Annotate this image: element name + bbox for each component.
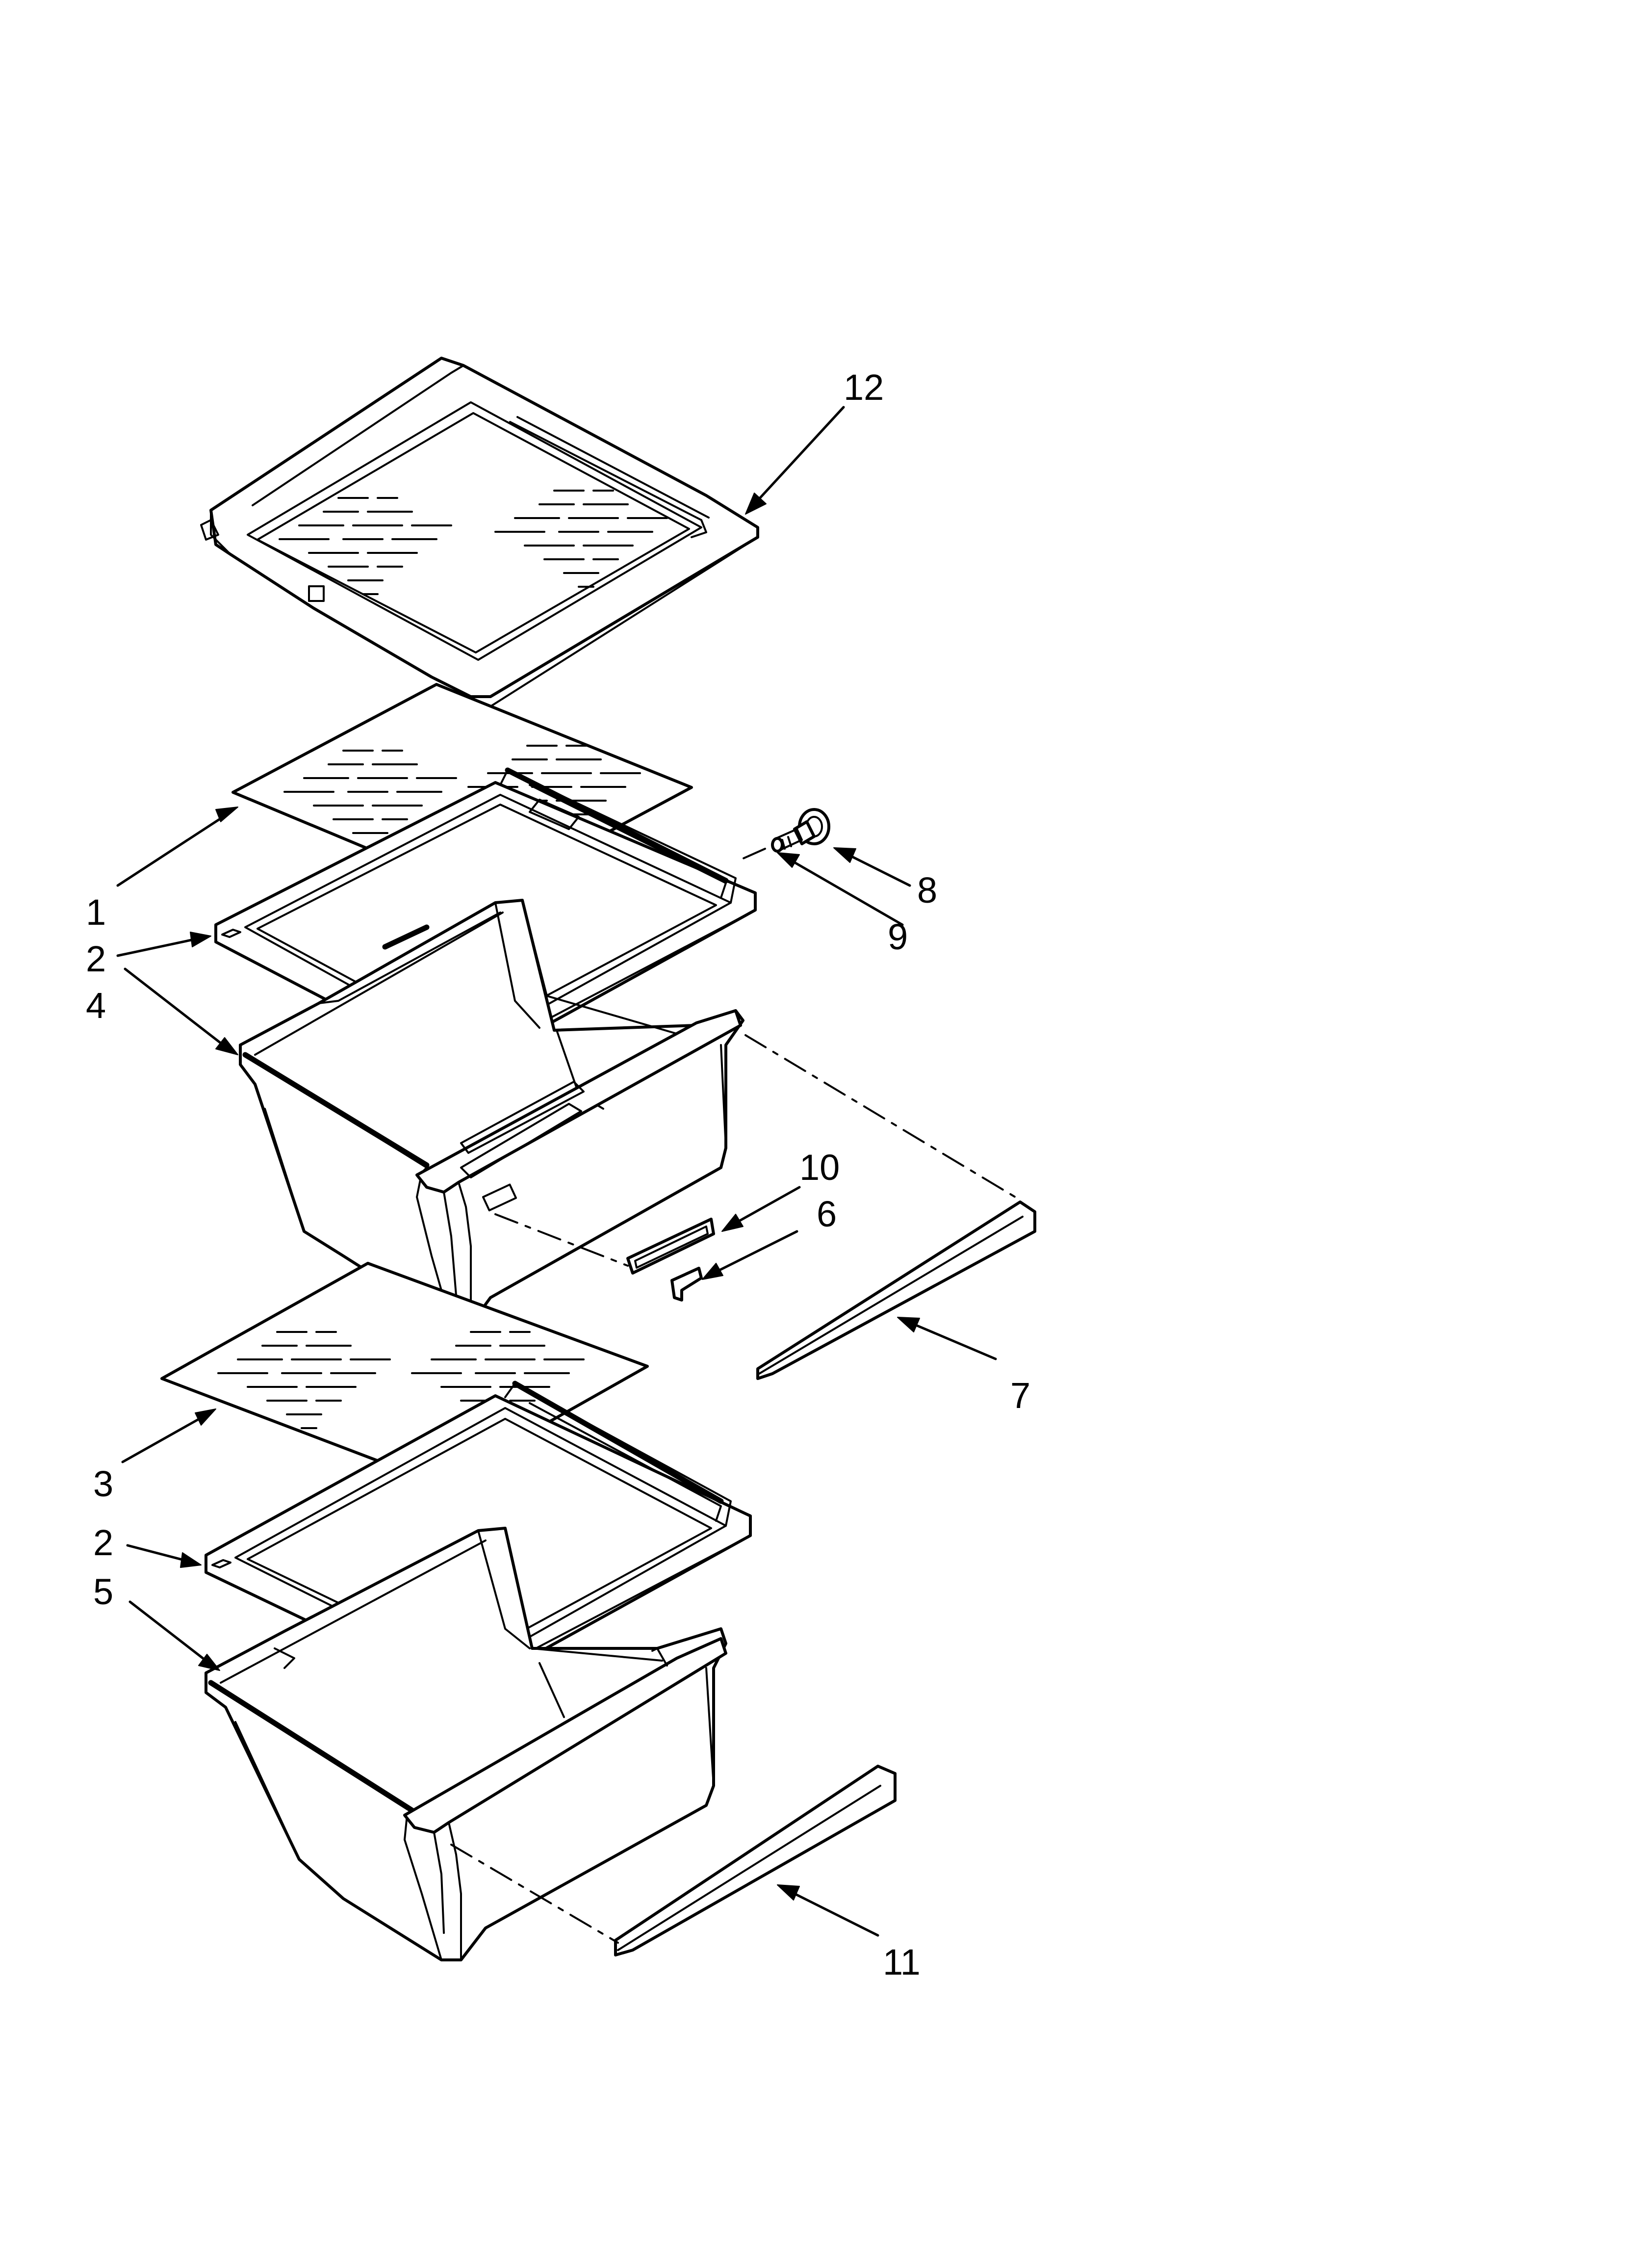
callout-1: 1	[86, 892, 106, 933]
callout-11: 11	[883, 1942, 921, 1982]
callout-labels: 12 1 2 4 8 9 10 6 7 3 2 5 11	[86, 367, 1030, 1982]
callout-3: 3	[93, 1463, 113, 1504]
screw-and-washer	[742, 808, 830, 860]
trim-strip-lower	[450, 1765, 897, 1956]
crisper-drawer-lower	[205, 1527, 727, 1961]
crisper-drawer-upper	[239, 899, 744, 1326]
clip-and-bracket	[494, 1213, 715, 1302]
callout-9: 9	[888, 916, 908, 957]
callout-6: 6	[817, 1194, 837, 1234]
top-shelf	[200, 357, 759, 707]
callout-10: 10	[799, 1147, 840, 1188]
callout-4: 4	[86, 985, 106, 1026]
callout-8: 8	[917, 870, 937, 911]
trim-strip-upper	[744, 1034, 1036, 1380]
leader-lines	[116, 406, 997, 1937]
callout-2-lower: 2	[93, 1522, 113, 1563]
callout-2-upper: 2	[86, 938, 106, 979]
callout-5: 5	[93, 1571, 113, 1612]
callout-7: 7	[1010, 1375, 1030, 1416]
callout-12: 12	[844, 367, 884, 408]
